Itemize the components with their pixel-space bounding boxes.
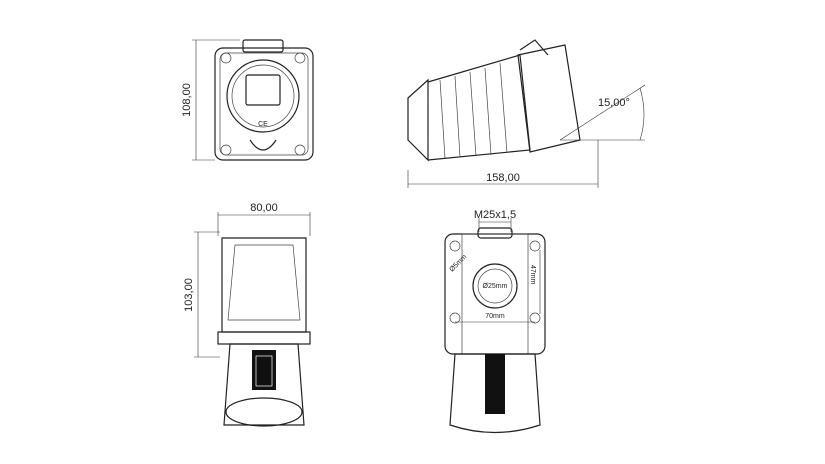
dim-vertical-spacing: 47mm: [529, 265, 536, 285]
dim-angle: 15,00°: [598, 97, 630, 109]
top-view: 80,00 103,00: [183, 202, 311, 427]
dim-entry-diameter: Ø25mm: [483, 283, 508, 290]
dim-front-height: 108,00: [181, 83, 193, 117]
side-view: 158,00 15,00°: [407, 39, 646, 188]
dim-hole-diameter: Ø5mm: [448, 253, 468, 273]
dim-top-width: 80,00: [250, 202, 278, 214]
rear-view: Ø25mm Ø5mm 47mm 70mm M25x1,5: [444, 209, 546, 434]
dim-side-length: 158,00: [486, 172, 520, 184]
ce-mark: CE: [258, 121, 268, 128]
dim-horizontal-spacing: 70mm: [485, 313, 505, 320]
front-view: CE 108,00: [181, 39, 314, 161]
dim-top-height: 103,00: [183, 278, 195, 312]
dim-thread: M25x1,5: [474, 209, 516, 221]
